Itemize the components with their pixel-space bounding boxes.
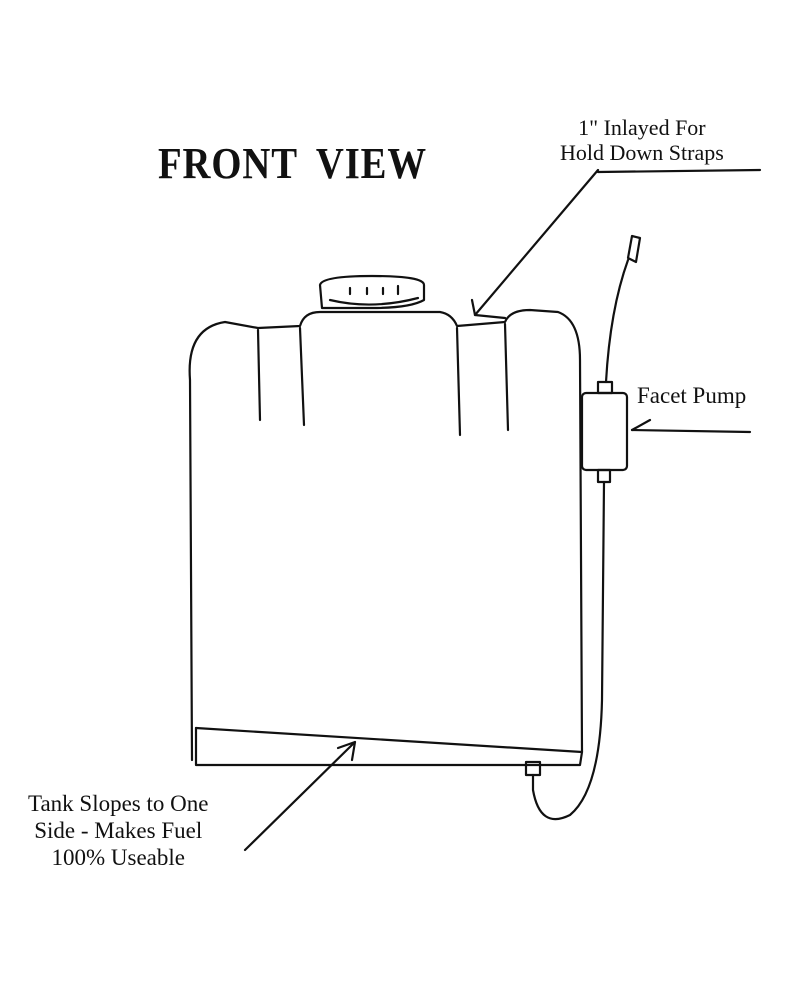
strap-note-line2: Hold Down Straps xyxy=(560,140,724,165)
fuel-tank xyxy=(188,308,584,767)
facet-pump xyxy=(524,234,642,821)
leader-lines xyxy=(243,168,762,852)
slope-note-line3: 100% Useable xyxy=(51,845,185,870)
strap-note-line1: 1" Inlayed For xyxy=(578,115,706,140)
slope-note-line2: Side - Makes Fuel xyxy=(34,818,203,843)
strap-note: 1" Inlayed For Hold Down Straps xyxy=(560,115,724,165)
pump-label: Facet Pump xyxy=(637,383,747,408)
slope-note-line1: Tank Slopes to One xyxy=(28,791,209,816)
diagram-title: FRONT VIEW xyxy=(158,139,427,188)
fill-cap xyxy=(318,274,426,310)
slope-note: Tank Slopes to One Side - Makes Fuel 100… xyxy=(28,790,208,871)
